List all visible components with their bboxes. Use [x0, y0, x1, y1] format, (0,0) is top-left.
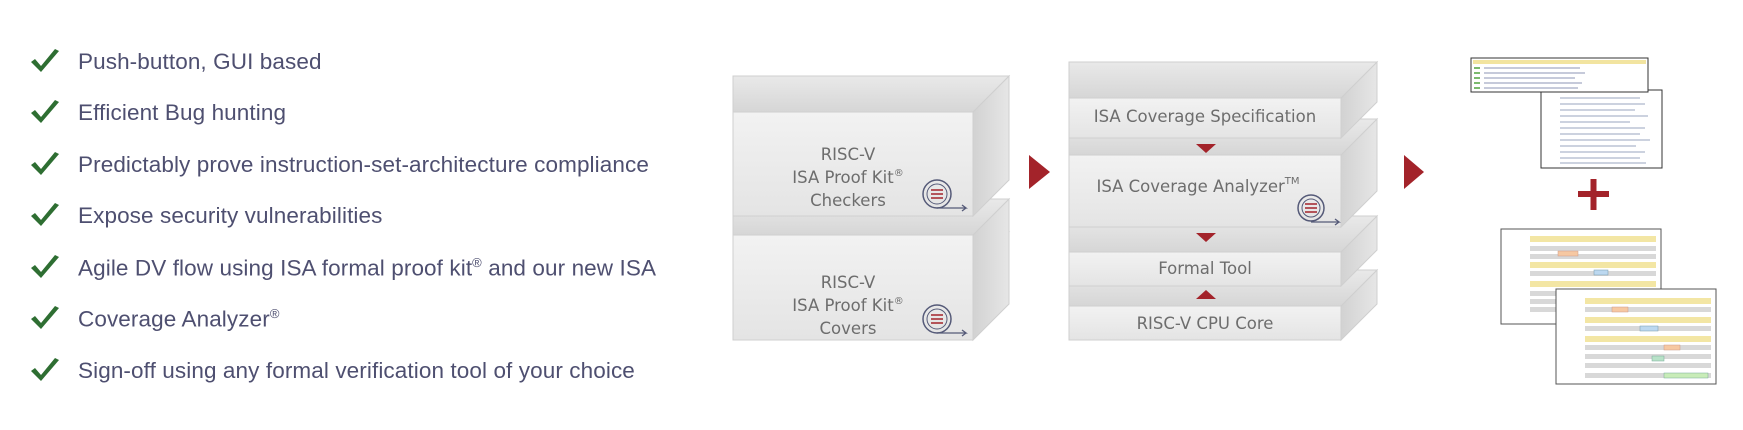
- arrow-down-icon: [1196, 144, 1216, 153]
- covers-line2: ISA Proof Kit®: [792, 296, 903, 315]
- feature-list: Push-button, GUI based Efficient Bug hun…: [28, 36, 656, 397]
- spiral-logo-icon: [922, 179, 968, 212]
- feature-item: Predictably prove instruction-set-archit…: [28, 139, 656, 191]
- spiral-logo-icon: [922, 304, 968, 337]
- arrow-down-icon: [1196, 233, 1216, 242]
- feature-item: Push-button, GUI based: [28, 36, 656, 88]
- feature-text: Push-button, GUI based: [78, 48, 322, 74]
- feature-item: Sign-off using any formal verification t…: [28, 345, 656, 397]
- checkers-line3: Checkers: [810, 191, 886, 210]
- checkmark-icon: [31, 306, 59, 330]
- feature-item: Efficient Bug hunting: [28, 88, 656, 140]
- checkers-line2: ISA Proof Kit®: [792, 168, 903, 187]
- feature-text: Coverage Analyzer®: [78, 306, 280, 332]
- cpu-core-label: RISC-V CPU Core: [1137, 314, 1274, 333]
- covers-line1: RISC-V: [821, 273, 876, 292]
- checkmark-icon: [31, 357, 59, 381]
- checkmark-icon: [31, 48, 59, 72]
- checkmark-icon: [31, 203, 59, 227]
- formal-tool-label: Formal Tool: [1158, 259, 1252, 278]
- feature-text: Efficient Bug hunting: [78, 100, 287, 126]
- feature-item: Coverage Analyzer®: [28, 294, 656, 346]
- analyzer-label: ISA Coverage AnalyzerTM: [1096, 176, 1299, 196]
- feature-text: Sign-off using any formal verification t…: [78, 357, 635, 383]
- feature-text: Expose security vulnerabilities: [78, 203, 383, 229]
- checkmark-icon: [31, 100, 59, 124]
- coverage-spec-block: ISA Coverage Specification: [1068, 60, 1379, 140]
- feature-text: Agile DV flow using ISA formal proof kit…: [78, 254, 657, 281]
- waveform-thumbnail: [1555, 288, 1717, 385]
- arrow-up-icon: [1196, 290, 1216, 299]
- arrow-right-icon: [1029, 155, 1050, 189]
- feature-text: Predictably prove instruction-set-archit…: [78, 151, 649, 177]
- spec-label: ISA Coverage Specification: [1094, 107, 1316, 126]
- covers-line3: Covers: [820, 319, 877, 338]
- checkmark-icon: [31, 151, 59, 175]
- arrow-right-icon: [1404, 155, 1424, 189]
- spiral-logo-icon: [1297, 194, 1341, 226]
- proof-kit-checkers-block: RISC-V ISA Proof Kit® Checkers: [732, 74, 1011, 218]
- checkers-line1: RISC-V: [821, 145, 876, 164]
- feature-item: Expose security vulnerabilities: [28, 191, 656, 243]
- coverage-report-thumbnail: [1470, 57, 1663, 169]
- feature-item: Agile DV flow using ISA formal proof kit…: [28, 242, 656, 294]
- checkmark-icon: [31, 254, 59, 278]
- plus-icon: [1578, 179, 1609, 210]
- proof-kit-covers-block: RISC-V ISA Proof Kit® Covers: [732, 197, 1011, 342]
